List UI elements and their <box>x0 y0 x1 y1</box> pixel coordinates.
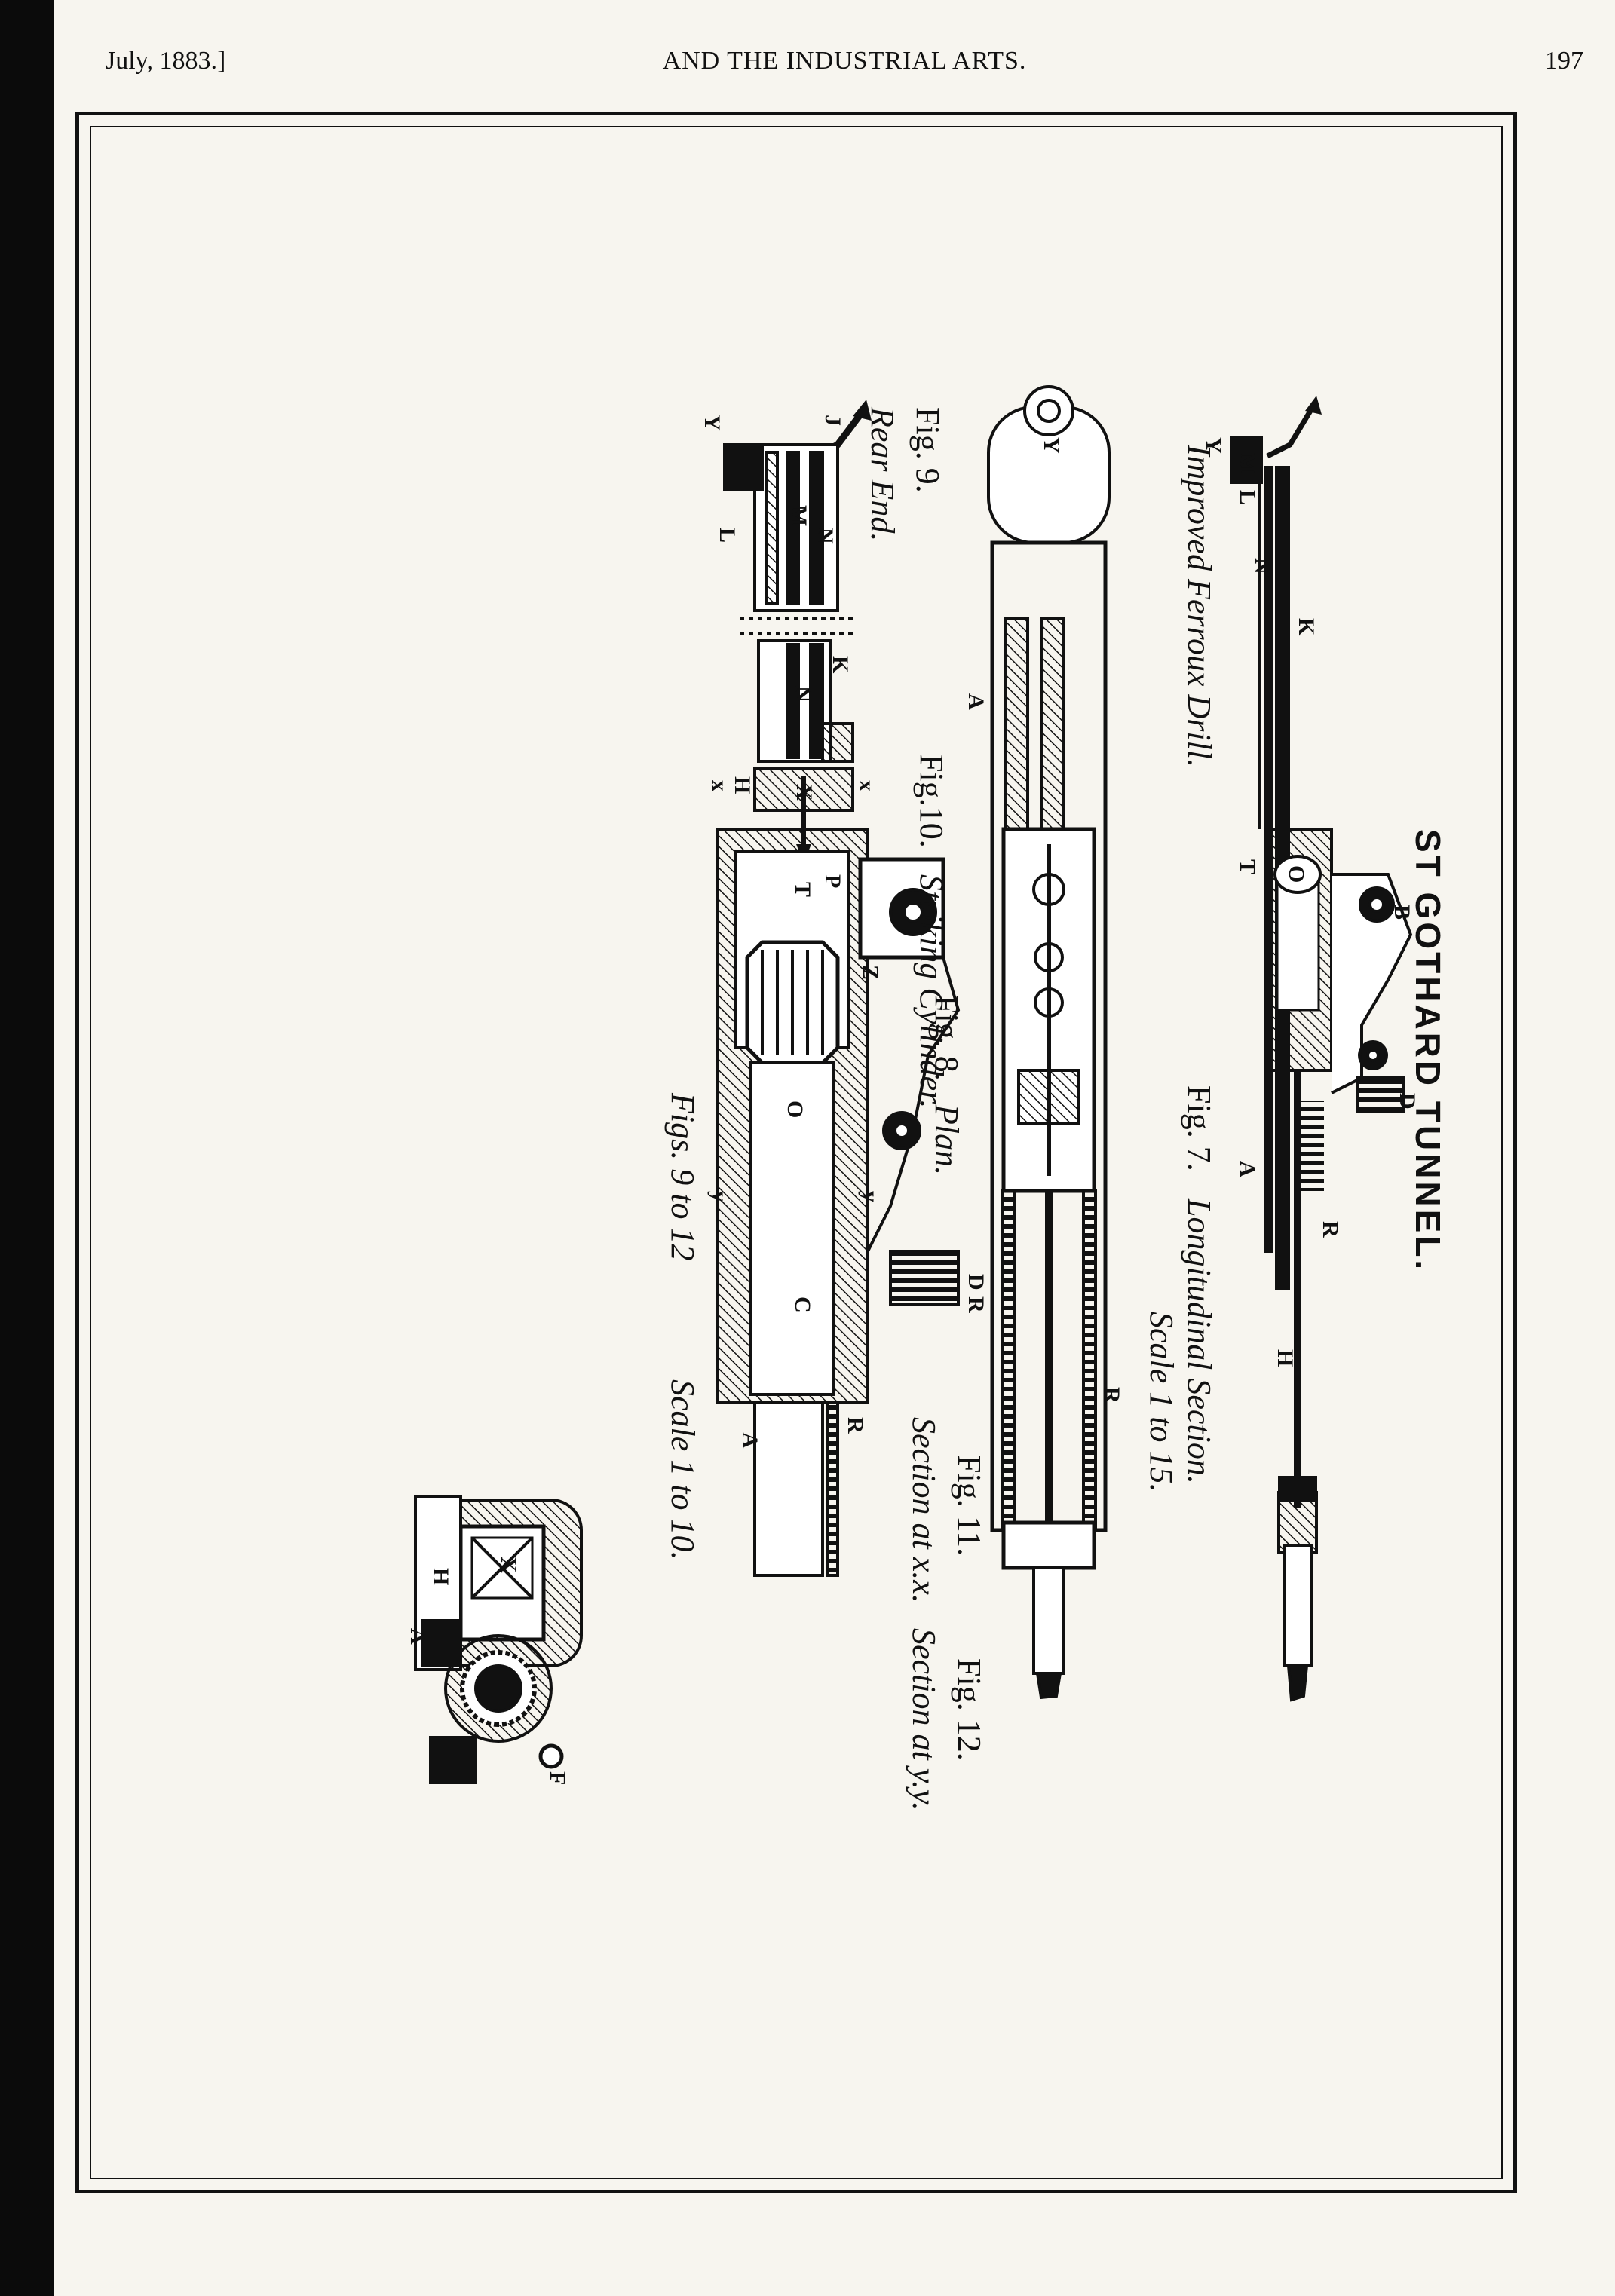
fig7-letter-O: O <box>1284 865 1309 883</box>
fig7-letter-M: M <box>1235 452 1260 474</box>
fig7-caption-right: Longitudinal Section. <box>1181 1199 1218 1484</box>
fig11-caption: Section at x.x. <box>906 1417 942 1603</box>
fig10-letter-C: C <box>790 1296 815 1313</box>
fig7-letter-H: H <box>1273 1349 1298 1367</box>
fig7-letter-R: R <box>1318 1221 1343 1238</box>
running-title: AND THE INDUSTRIAL ARTS. <box>662 47 1027 75</box>
fig12-letter-A: A <box>406 1628 431 1645</box>
fig8-drill-bit <box>1035 1672 1062 1700</box>
fig8-letter-R-top: R <box>1099 1387 1124 1404</box>
page-number: 197 <box>1545 47 1583 75</box>
page-header: AND THE INDUSTRIAL ARTS. July, 1883.] 19… <box>106 47 1583 92</box>
fig9-rear-end <box>723 400 872 635</box>
plate-title: ST GOTHARD TUNNEL. <box>1408 829 1448 1273</box>
fig7-letter-A: A <box>1235 1161 1260 1177</box>
fig10-letter-Z: Z <box>858 965 883 981</box>
fig10-rack-r <box>826 1401 839 1577</box>
fig11-fig-number: Fig. 11. <box>951 1455 988 1557</box>
fig8-anchor-eye <box>1023 385 1074 436</box>
fig7-longitudinal-section <box>1230 396 1413 1702</box>
fig10-letter-x-top: x <box>854 780 879 791</box>
page-spine-shadow <box>0 0 54 2296</box>
fig8-letter-R-bottom: R <box>964 1296 988 1313</box>
fig8-caption: Plan. <box>928 1104 965 1176</box>
fig11-letter-X: X <box>496 1557 521 1573</box>
fig8-rack-top <box>1082 1189 1097 1532</box>
fig7-caption-left: Improved Ferroux Drill. <box>1181 445 1218 768</box>
fig12-letter-F: F <box>545 1771 570 1786</box>
fig10-letter-x-bottom: x <box>707 780 732 791</box>
fig8-plan <box>987 385 1111 1700</box>
fig10-letter-y-bottom: y <box>707 1191 732 1202</box>
fig10-letter-P: P <box>820 874 845 889</box>
fig10-letter-O: O <box>783 1101 808 1119</box>
fig7-air-inlet-arrow <box>1305 396 1322 415</box>
fig12-fig-number: Fig. 12. <box>951 1658 988 1761</box>
fig9-letter-L: L <box>715 528 740 543</box>
fig10-ratchet-d <box>889 1250 960 1306</box>
fig10-letter-N: N <box>790 686 815 703</box>
fig10-letter-X: X <box>792 784 817 801</box>
fig10-letter-y-top: y <box>858 1191 883 1202</box>
figs-9-12-range: Figs. 9 to 12 <box>664 1093 701 1261</box>
fig12-section-yy <box>421 1619 564 1784</box>
fig10-letter-K: K <box>828 656 853 674</box>
fig7-letter-N: N <box>1250 558 1275 574</box>
engraving-drawings <box>414 385 1413 1784</box>
fig9-letter-J: J <box>820 415 845 426</box>
fig8-letter-Y: Y <box>1039 437 1064 454</box>
fig7-scale: Scale 1 to 15. <box>1143 1312 1180 1492</box>
fig9-letter-M: M <box>786 505 811 527</box>
fig7-ratchet-d <box>1356 1076 1405 1113</box>
fig7-letter-T: T <box>1235 859 1260 875</box>
fig7-fig-number: Fig. 7. <box>1181 1085 1218 1171</box>
fig10-fig-number: Fig.10. <box>913 754 950 848</box>
fig9-letter-N: N <box>813 528 838 544</box>
fig7-letter-K: K <box>1294 618 1319 636</box>
fig9-caption: Rear End. <box>864 407 901 542</box>
fig7-mounting-foot <box>1230 436 1263 484</box>
fig12-caption: Section at y.y. <box>906 1628 942 1811</box>
rotated-plate: ST GOTHARD TUNNEL. Improved Ferroux Dril… <box>136 302 1486 1817</box>
fig9-fig-number: Fig. 9. <box>909 407 946 493</box>
fig10-letter-H: H <box>730 776 755 794</box>
fig7-drill-bit <box>1286 1664 1309 1702</box>
issue-date: July, 1883.] <box>106 47 226 75</box>
fig10-caption: Striking Cylinder. <box>913 874 950 1109</box>
fig9-letter-Y: Y <box>700 415 725 431</box>
fig10-letter-R: R <box>843 1417 868 1434</box>
fig10-letter-A: A <box>737 1432 762 1449</box>
fig8-letter-A: A <box>964 693 988 710</box>
fig8-rack-bottom <box>1001 1189 1016 1532</box>
fig7-letter-D: D <box>1395 1093 1420 1110</box>
fig7-letter-Y: Y <box>1201 437 1226 454</box>
fig10-letter-T: T <box>790 882 815 898</box>
fig7-letter-L: L <box>1235 490 1260 506</box>
fig10-letter-D: D <box>964 1274 988 1290</box>
figs-9-12-scale: Scale 1 to 10. <box>664 1379 701 1560</box>
plate-inner-frame <box>90 126 1503 2179</box>
fig11-letter-H: H <box>428 1568 453 1586</box>
fig7-letter-B: B <box>1390 905 1414 920</box>
plate-frame <box>75 112 1517 2193</box>
fig10-striking-cylinder <box>716 639 961 1577</box>
